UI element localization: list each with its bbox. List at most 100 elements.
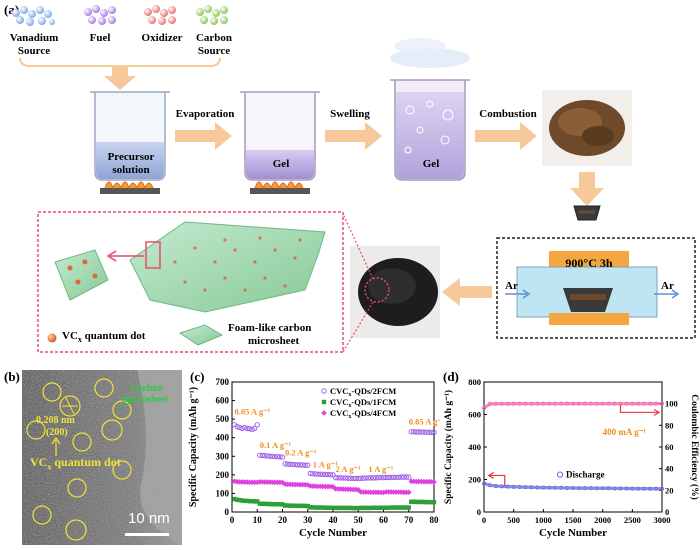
data-point	[429, 499, 434, 505]
data-point	[553, 401, 558, 406]
data-point	[401, 474, 407, 480]
precursor-label-2: solution	[112, 164, 149, 176]
data-point	[360, 475, 366, 481]
y2-tick-label: 20	[665, 485, 674, 495]
data-point	[356, 505, 361, 511]
furnace-temp-label: 900°C 3h	[565, 256, 612, 270]
scale-bar-label: 10 nm	[128, 510, 170, 527]
data-point	[419, 499, 424, 505]
data-point	[257, 452, 263, 459]
data-point	[576, 401, 581, 406]
data-point	[275, 502, 280, 507]
y2-tick-label: 80	[665, 420, 674, 430]
data-point	[300, 503, 305, 509]
data-point	[523, 401, 528, 406]
data-point	[267, 501, 273, 507]
data-point	[493, 401, 498, 406]
data-point	[413, 429, 419, 435]
data-point	[327, 472, 334, 478]
data-point	[594, 486, 599, 491]
data-point	[523, 485, 528, 490]
hrtem-image	[22, 370, 182, 545]
y-tick-label: 100	[216, 488, 230, 498]
down-arrow-icon	[570, 172, 604, 206]
x-tick-label: 1500	[565, 515, 582, 525]
x-tick-label: 2500	[624, 515, 641, 525]
data-point	[250, 499, 255, 504]
series-1	[232, 496, 437, 511]
swelling-arrow-icon	[325, 122, 382, 150]
data-point	[648, 486, 653, 491]
data-point	[403, 474, 409, 480]
data-point	[636, 401, 641, 406]
d-spacing-label: 0.208 nm	[36, 415, 75, 426]
data-point	[279, 454, 286, 460]
data-point	[292, 503, 298, 508]
data-point	[345, 475, 351, 481]
data-point	[320, 471, 326, 477]
data-point	[295, 503, 300, 509]
data-point	[358, 475, 364, 481]
y-tick-label: 0	[225, 507, 230, 517]
scale-bar	[125, 533, 169, 536]
data-point	[428, 429, 435, 435]
rate-annotation: 0.05 A g⁻¹	[409, 417, 440, 427]
data-point	[624, 401, 629, 406]
data-point	[358, 505, 363, 511]
data-point	[388, 505, 394, 510]
data-point	[541, 401, 546, 406]
data-point	[582, 486, 587, 491]
data-point	[487, 401, 492, 406]
data-point	[244, 498, 250, 504]
panel-d-label: (d)	[443, 369, 459, 384]
data-point	[274, 454, 281, 460]
data-point	[409, 499, 414, 504]
data-point	[297, 503, 303, 509]
data-point	[260, 501, 265, 507]
left-arrow-icon	[442, 278, 492, 306]
x-tick-label: 70	[404, 515, 414, 525]
data-point	[234, 423, 240, 430]
data-point	[330, 505, 336, 510]
data-point	[303, 503, 308, 509]
fuel-molecules	[84, 5, 116, 25]
data-point	[310, 505, 315, 510]
data-point	[648, 401, 653, 406]
data-point	[559, 485, 564, 490]
data-point	[606, 401, 611, 406]
data-point	[267, 453, 273, 459]
data-point	[381, 505, 386, 510]
data-point	[606, 486, 611, 491]
x-tick-label: 80	[430, 515, 440, 525]
source-label-oxidizer: Oxidizer	[142, 32, 183, 44]
x-tick-label: 60	[379, 515, 389, 525]
combustion-label: Combustion	[479, 108, 536, 120]
y2-tick-label: 40	[665, 464, 674, 474]
y-tick-label: 400	[216, 433, 230, 443]
data-point	[239, 498, 245, 503]
data-point	[431, 429, 437, 436]
data-point	[264, 453, 271, 459]
legend-label: CVCx-QDs/1FCM	[330, 397, 396, 409]
data-point	[547, 401, 552, 406]
data-point	[426, 429, 432, 435]
vanadium-source-molecules	[12, 6, 55, 26]
data-point	[487, 483, 492, 488]
plot-frame	[483, 381, 663, 513]
data-point	[269, 453, 276, 459]
data-point	[499, 484, 504, 489]
data-point	[553, 485, 558, 490]
black-powder-photo	[350, 246, 440, 338]
data-point	[340, 505, 346, 511]
panel-a-schematic: Vanadium Source Fuel Oxidizer Carbon Sou…	[10, 5, 696, 353]
data-point	[241, 424, 248, 431]
legend-marker	[321, 388, 327, 394]
data-point	[424, 499, 429, 505]
legend-marker	[321, 399, 327, 405]
data-point	[282, 503, 288, 508]
data-point	[385, 474, 392, 481]
data-point	[654, 486, 659, 491]
y2-tick-label: 0	[665, 507, 669, 517]
foam-microsheet-small	[54, 249, 109, 301]
data-point	[232, 496, 237, 502]
